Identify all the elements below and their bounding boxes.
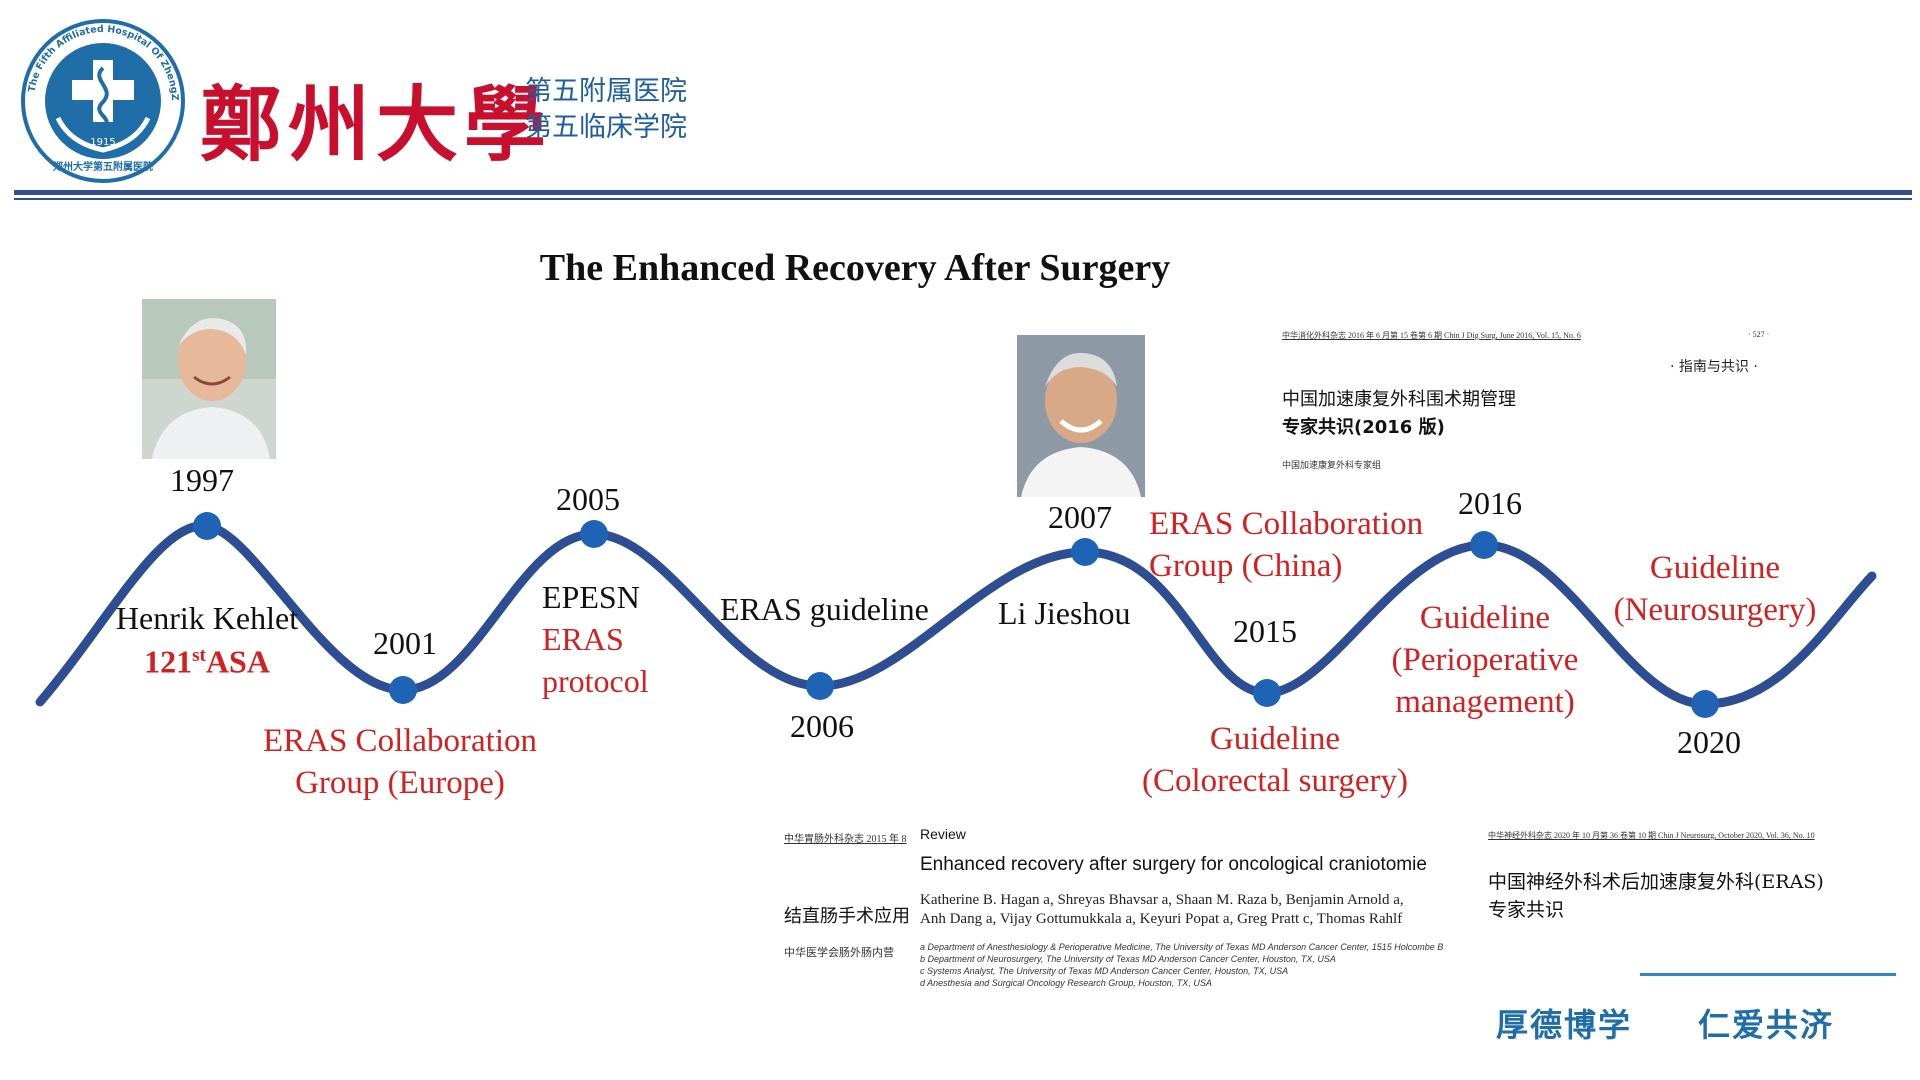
timeline-dot-2007 bbox=[1071, 538, 1099, 566]
review-affiliation-2: b Department of Neurosurgery, The Univer… bbox=[920, 954, 1336, 964]
timeline-dot-2006 bbox=[806, 672, 834, 700]
timeline-dot-1997 bbox=[193, 512, 221, 540]
photo-henrik-kehlet bbox=[142, 299, 276, 459]
event-henrik-kehlet: Henrik Kehlet 121stASA bbox=[100, 597, 314, 683]
event-guideline-colorectal: Guideline (Colorectal surgery) bbox=[1110, 718, 1440, 802]
document-2016-consensus: 中华消化外科杂志 2016 年 6 月第 15 卷第 6 期 Chin J Di… bbox=[1280, 326, 1780, 476]
photo-li-jieshou bbox=[1017, 335, 1145, 497]
hospital-logo: The Fifth Affiliated Hospital Of ZhengZh… bbox=[16, 10, 186, 184]
doc2020-title: 中国神经外科术后加速康复外科(ERAS) 专家共识 bbox=[1488, 868, 1824, 924]
doc2016-section: · 指南与共识 · bbox=[1670, 359, 1758, 375]
periop-line1: Guideline bbox=[1419, 600, 1551, 636]
slide-title: The Enhanced Recovery After Surgery bbox=[539, 247, 1171, 289]
timeline-dot-2001 bbox=[389, 676, 417, 704]
hospital-name-line2: 第五临床学院 bbox=[525, 112, 687, 143]
doc2016-page: · 527 · bbox=[1748, 330, 1770, 339]
year-1997: 1997 bbox=[170, 462, 234, 498]
review-affiliation-4: d Anesthesia and Surgical Oncology Resea… bbox=[920, 978, 1212, 988]
timeline-curve bbox=[35, 521, 1877, 709]
review-affiliation-3: c Systems Analyst, The University of Tex… bbox=[920, 966, 1289, 976]
review-affiliation-1: a Department of Anesthesiology & Periope… bbox=[920, 942, 1444, 952]
doc2020-title-line2: 专家共识 bbox=[1488, 899, 1565, 921]
kehlet-asa-sup: st bbox=[192, 645, 206, 666]
eras-china-line2: Group (China) bbox=[1149, 548, 1343, 584]
year-2020: 2020 bbox=[1677, 724, 1741, 760]
eras-europe-line2: Group (Europe) bbox=[295, 765, 505, 801]
university-name: 鄭州大學 bbox=[200, 77, 553, 173]
doc2016-group: 中国加速康复外科专家组 bbox=[1282, 460, 1382, 470]
colorectal-line2: (Colorectal surgery) bbox=[1141, 763, 1409, 799]
epesn-label: EPESN bbox=[542, 579, 640, 615]
doc2015-running-head: 中华胃肠外科杂志 2015 年 8 bbox=[784, 834, 907, 845]
review-label: Review bbox=[920, 826, 966, 842]
document-review-craniotomies: Review Enhanced recovery after surgery f… bbox=[920, 824, 1486, 994]
document-2020-neurosurgery: 中华神经外科杂志 2020 年 10 月第 36 卷第 10 期 Chin J … bbox=[1486, 824, 1916, 964]
doc2015-title: 结直肠手术应用 bbox=[784, 906, 910, 927]
kehlet-asa: 121stASA bbox=[100, 635, 314, 683]
eras-protocol-line1: ERAS bbox=[542, 621, 624, 657]
hospital-name: 第五附属医院 第五临床学院 bbox=[525, 74, 687, 146]
header-divider bbox=[14, 190, 1912, 195]
doc2020-title-line1: 中国神经外科术后加速康复外科(ERAS) bbox=[1488, 871, 1824, 893]
year-2006: 2006 bbox=[790, 708, 854, 744]
doc2016-title-line2: 专家共识(2016 版) bbox=[1282, 417, 1445, 438]
doc2015-society: 中华医学会肠外肠内营 bbox=[784, 946, 894, 959]
hospital-name-line1: 第五附属医院 bbox=[525, 76, 687, 107]
doc2016-title-line1: 中国加速康复外科围术期管理 bbox=[1282, 389, 1516, 410]
year-2001: 2001 bbox=[373, 625, 437, 661]
kehlet-asa-num: 121 bbox=[144, 643, 193, 680]
year-2007: 2007 bbox=[1048, 499, 1112, 535]
year-2015: 2015 bbox=[1233, 613, 1297, 649]
eras-protocol-line2: protocol bbox=[542, 663, 649, 699]
kehlet-asa-tail: ASA bbox=[205, 643, 270, 680]
doc2016-running-head: 中华消化外科杂志 2016 年 6 月第 15 卷第 6 期 Chin J Di… bbox=[1282, 331, 1581, 340]
eras-europe-line1: ERAS Collaboration bbox=[262, 723, 538, 759]
event-eras-europe: ERAS Collaboration Group (Europe) bbox=[240, 720, 560, 804]
kehlet-name: Henrik Kehlet bbox=[115, 600, 299, 636]
periop-line2: (Perioperative bbox=[1391, 642, 1579, 678]
event-eras-guideline: ERAS guideline bbox=[720, 591, 929, 627]
document-2015-colorectal: 中华胃肠外科杂志 2015 年 8 结直肠手术应用 中华医学会肠外肠内营 bbox=[784, 824, 920, 964]
event-epesn: EPESN ERAS protocol bbox=[542, 576, 649, 702]
review-authors-line1: Katherine B. Hagan a, Shreyas Bhavsar a,… bbox=[920, 892, 1404, 908]
timeline-dot-2020 bbox=[1691, 690, 1719, 718]
neuro-line1: Guideline bbox=[1649, 550, 1781, 586]
timeline-dot-2016 bbox=[1470, 531, 1498, 559]
svg-text:1915: 1915 bbox=[90, 137, 115, 148]
doc2020-running-head: 中华神经外科杂志 2020 年 10 月第 36 卷第 10 期 Chin J … bbox=[1488, 831, 1815, 840]
event-li-jieshou: Li Jieshou bbox=[998, 595, 1131, 631]
review-authors-line2: Anh Dang a, Vijay Gottumukkala a, Keyuri… bbox=[920, 911, 1403, 927]
year-2016: 2016 bbox=[1458, 485, 1522, 521]
timeline-dot-2005 bbox=[580, 520, 608, 548]
review-title: Enhanced recovery after surgery for onco… bbox=[920, 854, 1427, 875]
footer-accent-line bbox=[1640, 973, 1896, 976]
footer-motto-1: 厚德博学 bbox=[1496, 1006, 1633, 1044]
neuro-line2: (Neurosurgery) bbox=[1613, 592, 1817, 628]
eras-china-line1: ERAS Collaboration bbox=[1149, 506, 1424, 542]
year-2005: 2005 bbox=[556, 481, 620, 517]
timeline-dot-2015 bbox=[1253, 679, 1281, 707]
svg-text:郑州大学第五附属医院: 郑州大学第五附属医院 bbox=[53, 160, 153, 173]
header-divider-thin bbox=[14, 198, 1912, 200]
periop-line3: management) bbox=[1395, 684, 1575, 720]
colorectal-line1: Guideline bbox=[1209, 721, 1341, 757]
doc2016-title: 中国加速康复外科围术期管理 专家共识(2016 版) bbox=[1282, 386, 1516, 442]
event-guideline-neurosurgery: Guideline (Neurosurgery) bbox=[1595, 547, 1835, 631]
event-eras-china: ERAS Collaboration Group (China) bbox=[1149, 503, 1423, 587]
event-guideline-perioperative: Guideline (Perioperative management) bbox=[1370, 597, 1600, 723]
footer-motto-2: 仁爱共济 bbox=[1698, 1006, 1835, 1044]
